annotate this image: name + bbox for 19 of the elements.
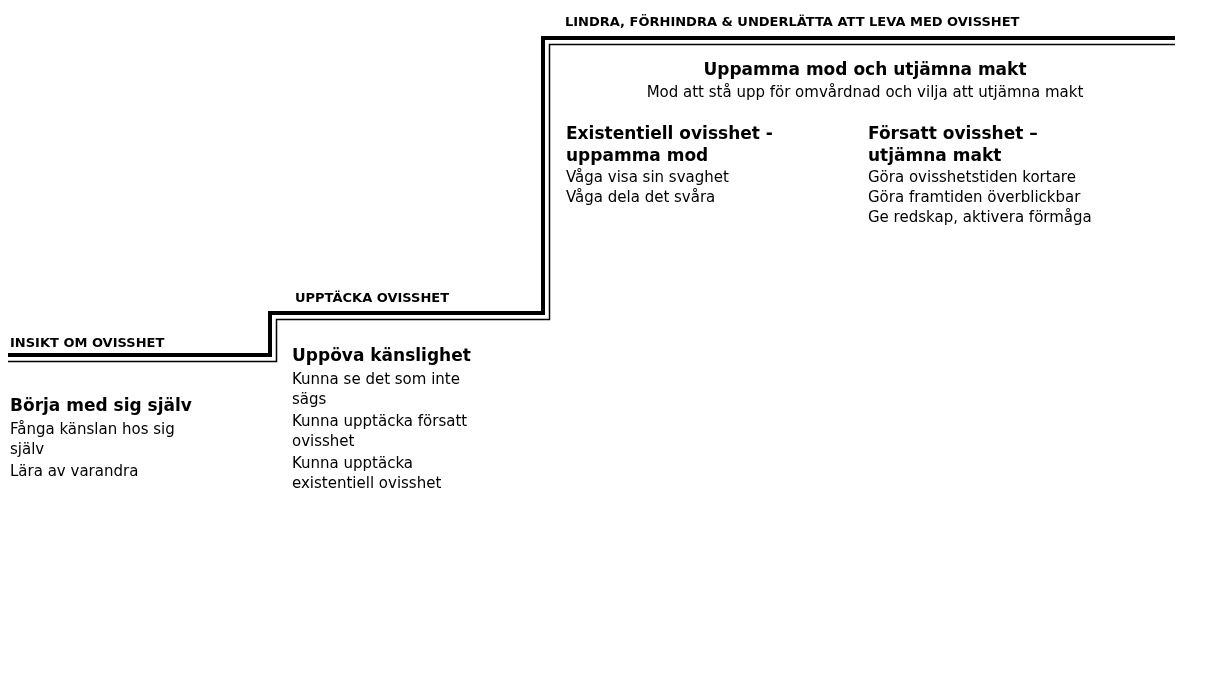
list-item: Kunna upptäcka försatt ovisshet: [292, 412, 469, 451]
list-item: Ge redskap, aktivera förmåga: [868, 208, 1093, 228]
section-heading: Uppamma mod och utjämna makt: [702, 58, 1028, 81]
list-item: Kunna upptäcka existentiell ovisshet: [292, 454, 443, 493]
list-item: Våga visa sin svaghet: [566, 168, 730, 188]
step-title: UPPTÄCKA OVISSHET: [295, 290, 451, 307]
section-heading: Börja med sig själv: [10, 394, 193, 417]
list-item: Våga dela det svåra: [566, 188, 717, 208]
step-title: LINDRA, FÖRHINDRA & UNDERLÄTTA ATT LEVA MED OVISSHET: [565, 14, 1021, 31]
column-heading: Existentiell ovisshet - uppamma mod: [566, 122, 774, 167]
list-item: Fånga känslan hos sig själv: [10, 420, 176, 459]
list-item: Kunna se det som inte sägs: [292, 370, 461, 409]
list-item: Göra framtiden överblickbar: [868, 188, 1082, 208]
column-heading: Försatt ovisshet – utjämna makt: [868, 122, 1039, 167]
list-item: Göra ovisshetstiden kortare: [868, 168, 1077, 188]
list-item: Lära av varandra: [10, 462, 140, 482]
step-title: INSIKT OM OVISSHET: [10, 335, 166, 352]
section-heading: Uppöva känslighet: [292, 344, 472, 367]
description-text: Mod att stå upp för omvårdnad och vilja att utjämna makt: [645, 83, 1085, 103]
